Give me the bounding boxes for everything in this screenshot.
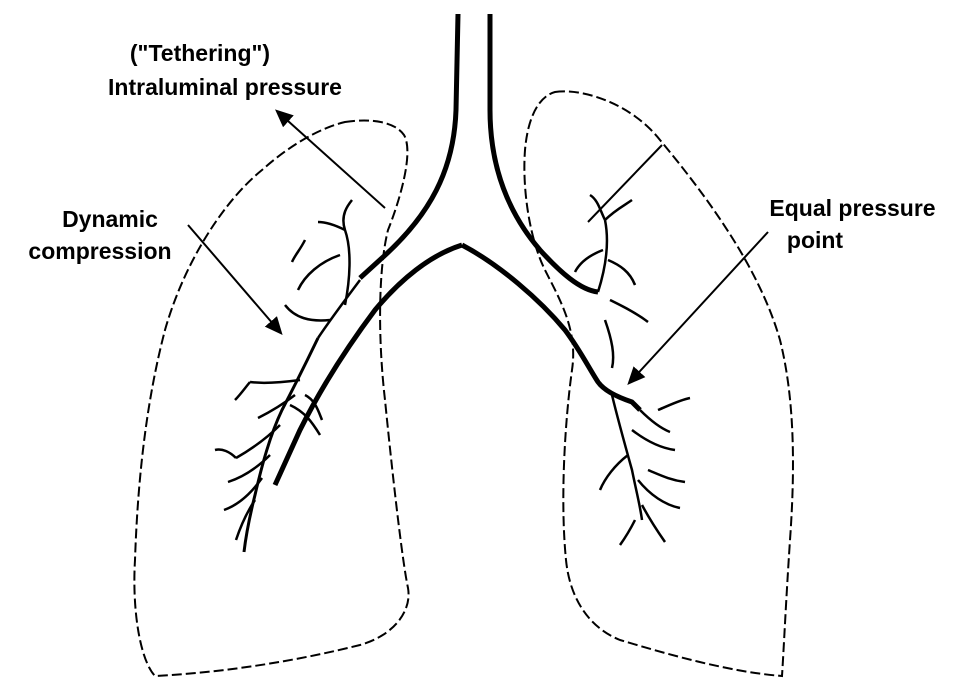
left-lower-branches [215, 380, 322, 540]
right-lower-bronchus [600, 395, 690, 545]
right-upper-bronchus [575, 195, 648, 368]
trachea-right-wall [490, 14, 598, 292]
compression-label: compression [5, 236, 195, 266]
left-upper-bronchus [285, 200, 360, 338]
trachea-left-wall [360, 14, 458, 278]
right-lung-outline [524, 91, 793, 676]
tethering-label: ("Tethering") [100, 38, 300, 68]
dynamic-label: Dynamic [40, 204, 180, 234]
right-main-bronchus-inner-wall [462, 245, 640, 410]
equal-pressure-label: Equal pressure [750, 193, 955, 223]
intraluminal-pressure-label: Intraluminal pressure [80, 72, 370, 102]
right-upper-pointer-line [588, 145, 662, 222]
equal-pressure-arrow [630, 232, 768, 382]
point-label: point [760, 225, 870, 255]
dynamic-compression-arrow [188, 225, 280, 332]
